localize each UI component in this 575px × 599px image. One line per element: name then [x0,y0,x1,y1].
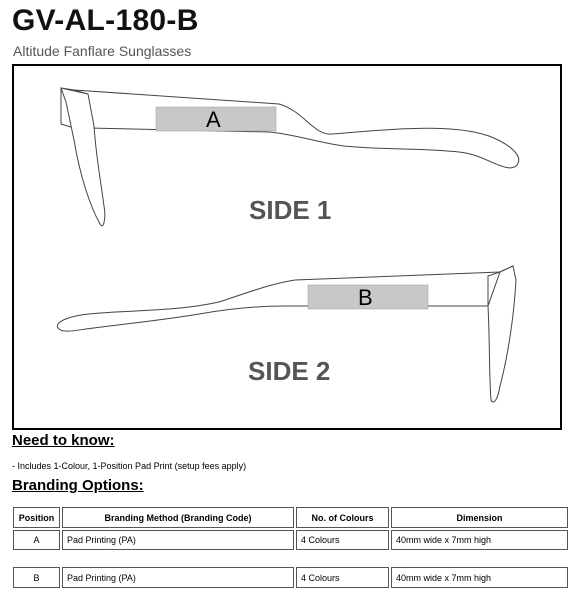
column-header-method: Branding Method (Branding Code) [62,507,294,528]
need-to-know-note: - Includes 1-Colour, 1-Position Pad Prin… [12,461,247,471]
side2-frame [487,265,517,403]
column-header-colours: No. of Colours [296,507,389,528]
cell-colours: 4 Colours [296,567,389,588]
print-area-a-label: A [206,107,221,132]
cell-dimension: 40mm wide x 7mm high [391,530,568,550]
side1-temple [73,89,520,169]
product-drawing: A B SIDE 1 SIDE 2 [12,64,562,430]
side2-temple [56,271,501,332]
product-code: GV-AL-180-B [12,4,199,37]
need-to-know-heading: Need to know: [12,432,115,449]
side1-frame [60,87,106,227]
cell-method: Pad Printing (PA) [62,567,294,588]
side1-label: SIDE 1 [249,195,332,225]
column-header-dimension: Dimension [391,507,568,528]
cell-colours: 4 Colours [296,530,389,550]
branding-table-header: Position Branding Method (Branding Code)… [13,507,570,528]
branding-options-heading: Branding Options: [12,477,144,494]
print-area-b-label: B [358,285,373,310]
cell-position: A [13,530,60,550]
side2-label: SIDE 2 [248,356,331,386]
cell-dimension: 40mm wide x 7mm high [391,567,568,588]
print-area-b [307,284,429,310]
sunglasses-line-drawing [56,87,520,403]
cell-position: B [13,567,60,588]
product-subtitle: Altitude Fanflare Sunglasses [13,43,192,59]
column-header-position: Position [13,507,60,528]
table-row: B Pad Printing (PA) 4 Colours 40mm wide … [13,567,570,588]
cell-method: Pad Printing (PA) [62,530,294,550]
print-area-a [155,106,277,132]
table-row: A Pad Printing (PA) 4 Colours 40mm wide … [13,530,570,550]
